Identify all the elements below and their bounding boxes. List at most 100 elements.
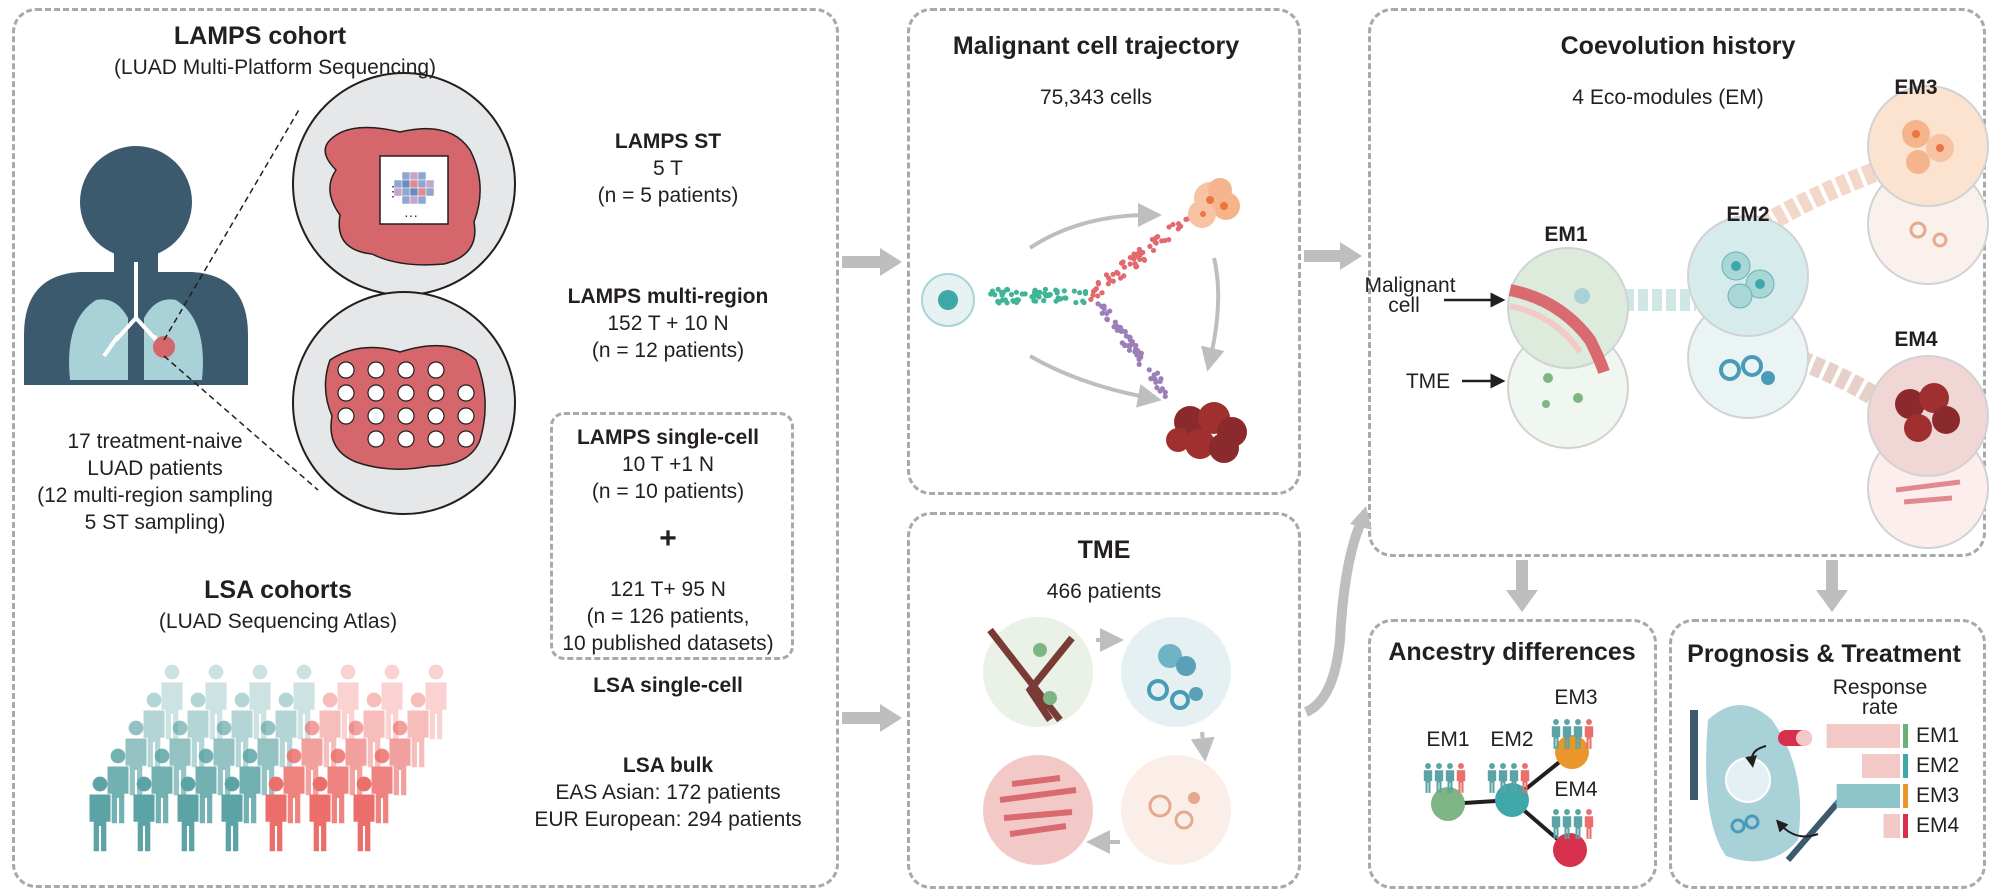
lamps-multi-region-line1: 152 T + 10 N [607, 312, 729, 335]
lamps-single-cell-box [550, 412, 794, 660]
trajectory-cell-dot [1147, 243, 1153, 249]
lsa-subtitle: (LUAD Sequencing Atlas) [158, 610, 398, 633]
trajectory-cell-dot [1042, 286, 1049, 292]
lamps-multi-region-title: LAMPS multi-region [567, 285, 769, 308]
person-icon [89, 776, 111, 852]
person-icon [283, 748, 305, 824]
response-em2-label: EM2 [1916, 754, 1960, 777]
trajectory-cell-dot [1032, 287, 1038, 293]
plus-sign: + [659, 522, 677, 555]
trajectory-cell-dot [1013, 289, 1020, 295]
trajectory-cell-dot [1136, 356, 1142, 362]
lsa-bulk-title: LSA bulk [622, 754, 714, 777]
trajectory-count: 75,343 cells [1039, 86, 1153, 109]
trajectory-cell-dot [1095, 293, 1101, 299]
trajectory-cell-dot [1058, 296, 1064, 302]
lsa-sc-line3: 10 published datasets) [562, 632, 774, 655]
svg-text:···: ··· [404, 207, 418, 223]
trajectory-cell-dot [1131, 251, 1137, 257]
tme-count: 466 patients [1046, 580, 1162, 603]
response-bar [1836, 784, 1900, 808]
trajectory-cell-dot [1170, 221, 1176, 228]
trajectory-cell-dot [1114, 327, 1120, 333]
trajectory-cell-dot [1071, 288, 1077, 294]
lamps-title: LAMPS cohort [173, 22, 347, 50]
person-icon [195, 748, 217, 824]
tme-panel [907, 512, 1301, 889]
trajectory-cell-dot [1112, 319, 1118, 325]
person-icon [1434, 763, 1444, 793]
person-icon [425, 664, 447, 740]
trajectory-cell-dot [1104, 316, 1110, 322]
lsa-bulk-line1: EAS Asian: 172 patients [555, 781, 781, 804]
st-sample-icon: ⋮ ··· [292, 72, 516, 296]
response-bar [1862, 754, 1900, 778]
person-icon [1573, 809, 1583, 839]
trajectory-cell-dot [1129, 339, 1135, 345]
response-bar-marker [1903, 784, 1908, 808]
tme-side-label: TME [1405, 370, 1451, 393]
trajectory-cell-dot [1008, 291, 1015, 298]
malignant-cell-label-line2: cell [1388, 294, 1420, 317]
trajectory-cell-dot [1046, 292, 1052, 299]
tme-graphic [983, 617, 1231, 865]
trajectory-cell-dot [1162, 237, 1168, 244]
em1-label: EM1 [1544, 223, 1588, 246]
trajectory-cell-dot [1131, 256, 1137, 262]
em2-label: EM2 [1726, 203, 1770, 226]
trajectory-cell-dot [1126, 347, 1133, 353]
trajectory-cell-dot [1032, 292, 1038, 298]
person-icon [1573, 719, 1583, 749]
trajectory-cell-dot [1080, 298, 1086, 304]
person-icon [177, 776, 199, 852]
trajectory-cell-dot [996, 300, 1002, 306]
trajectory-cell-dot [1125, 343, 1131, 349]
lamps-patients-line4: 5 ST sampling) [84, 511, 226, 534]
coevolution-panel [1368, 8, 1986, 557]
trajectory-cell-dot [1166, 224, 1172, 230]
trajectory-cell-dot [1157, 378, 1163, 385]
prognosis-title: Prognosis & Treatment [1687, 640, 1961, 668]
trajectory-cell-dot [1127, 261, 1133, 267]
ancestry-em1-label: EM1 [1426, 728, 1470, 751]
response-bar-marker [1903, 814, 1908, 838]
trajectory-cell-dot [1137, 256, 1143, 263]
trajectory-cell-dot [995, 286, 1001, 292]
person-icon [1487, 763, 1497, 793]
lsa-single-cell-title: LSA single-cell [593, 674, 743, 697]
trajectory-cell-dot [1112, 323, 1118, 329]
coevolution-subtitle: 4 Eco-modules (EM) [1572, 86, 1764, 109]
lsa-sc-line2: (n = 126 patients, [586, 605, 750, 628]
trajectory-cell-dot [1099, 290, 1105, 296]
coevolution-title: Coevolution history [1560, 32, 1796, 60]
lamps-st-line1: 5 T [653, 157, 683, 180]
ancestry-title: Ancestry differences [1388, 638, 1636, 666]
lsa-crowd-icon [89, 664, 447, 852]
trajectory-cell-dot [1033, 298, 1039, 304]
person-icon [353, 776, 375, 852]
person-icon [1584, 809, 1594, 839]
lamps-single-cell-line1: 10 T +1 N [621, 453, 715, 476]
trajectory-cell-dot [999, 297, 1006, 303]
trajectory-cell-dot [1141, 257, 1148, 263]
trajectory-cell-dot [1127, 334, 1133, 340]
person-icon [1520, 763, 1530, 793]
ancestry-panel [1368, 619, 1657, 889]
lamps-single-cell-title: LAMPS single-cell [576, 426, 760, 449]
trajectory-cell-dot [1136, 361, 1142, 367]
person-icon [151, 748, 173, 824]
trajectory-cell-dot [1117, 275, 1124, 281]
person-icon [1445, 763, 1455, 793]
trajectory-cell-dot [1150, 247, 1157, 254]
lamps-st-title: LAMPS ST [614, 130, 722, 153]
person-icon [407, 692, 429, 768]
trajectory-cell-dot [1073, 299, 1079, 306]
response-rate-line2: rate [1861, 696, 1899, 719]
trajectory-cell-dot [1061, 288, 1067, 294]
response-em4-label: EM4 [1916, 814, 1960, 837]
trajectory-cell-dot [1114, 269, 1120, 275]
trajectory-cell-dot [1105, 281, 1111, 287]
trajectory-cell-dot [1110, 278, 1116, 284]
lsa-sc-line1: 121 T+ 95 N [610, 578, 726, 601]
person-icon [1551, 809, 1561, 839]
